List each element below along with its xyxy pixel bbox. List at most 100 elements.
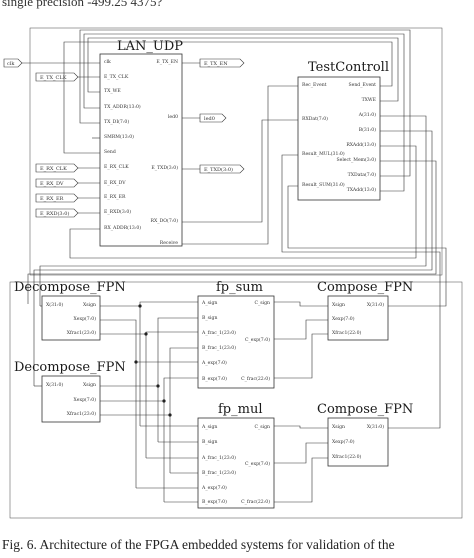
fp-mul-port-a-frac: A_frac_1(23:0) [201, 454, 236, 461]
compose-1-box [327, 295, 389, 341]
lan-udp-port-e-tx-clk: E_TX_CLK [104, 74, 129, 80]
fp-mul-box [197, 417, 275, 509]
fp-mul-port-b-sign: B_sign [202, 439, 217, 445]
pad-led0 [199, 113, 227, 123]
lan-udp-port-send: Send [104, 149, 116, 155]
lan-udp-title: LAN_UDP [117, 39, 183, 54]
decompose-2-title: Decompose_FPN [14, 360, 126, 375]
tc-port-b: B(31:0) [359, 126, 376, 133]
pad-e-rx-dv [35, 178, 79, 188]
tc-port-result-sum: Result_SUM(31:0) [302, 181, 345, 188]
pad-e-rxd [35, 208, 79, 218]
decompose-2-port-xfrac: Xfrac1(23:0) [67, 410, 97, 417]
decompose-1-box [41, 295, 101, 341]
fp-mul-port-c-sign: C_sign [254, 424, 270, 430]
decompose-1-title: Decompose_FPN [14, 280, 126, 295]
compose-2-port-xfrac: Xfrac1(22:0) [332, 453, 362, 460]
compose-1-port-xexp: Xexp(7:0) [332, 315, 355, 322]
top-wiring [22, 29, 447, 429]
fp-mul-port-a-sign: A_sign [201, 424, 217, 430]
tc-port-rxdat: RXDat(7:0) [302, 115, 328, 122]
fp-sum-port-b-sign: B_sign [202, 315, 217, 321]
pad-led0-label: led0 [204, 116, 215, 122]
pad-e-rx-dv-label: E_RX_DV [40, 181, 64, 187]
fp-sum-title: fp_sum [216, 280, 263, 295]
pad-e-txd [199, 164, 245, 174]
test-controll-title: TestControll [308, 60, 389, 75]
lan-udp-port-rx-addr: RX_ADDR(13:0) [104, 224, 141, 231]
pad-e-rx-er [35, 193, 79, 203]
lan-udp-port-e-rxd: E_RXD(3:0) [104, 208, 131, 215]
fp-sum-port-a-exp: A_exp(7:0) [201, 359, 227, 366]
fp-sum-box [197, 295, 275, 389]
lan-udp-port-rx-do: RX_DO(7:0) [151, 217, 179, 224]
test-controll-block: TestControll Rec_Event RXDat(7:0) Result… [297, 60, 389, 201]
pad-e-txd-label: E_TXD(3:0) [204, 166, 233, 173]
tc-port-rec-event: Rec_Event [302, 82, 327, 88]
compose-1-port-x: X(31:0) [367, 301, 384, 308]
tc-port-txadd: TXAdd(13:0) [347, 186, 376, 193]
pad-clk-label: clk [7, 61, 15, 67]
fp-sum-port-c-sign: C_sign [254, 300, 270, 306]
lan-udp-box [99, 53, 183, 247]
fp-mul-port-b-frac: B_frac_1(23:0) [202, 469, 236, 476]
lan-udp-port-e-tx-en: E_TX_EN [156, 59, 178, 65]
tc-port-select-mem: Select_Mem(3:0) [336, 156, 376, 163]
decompose-1-port-xexp: Xexp(7:0) [74, 315, 97, 322]
tc-port-txdata: TXData(7:0) [348, 171, 377, 178]
decompose-2-box [41, 375, 101, 423]
lan-udp-port-clk: clk [104, 59, 111, 65]
pad-e-rx-clk [35, 163, 79, 173]
decompose-1-port-xfrac: Xfrac1(23:0) [67, 329, 97, 336]
lan-udp-port-e-rx-dv: E_RX_DV [104, 180, 126, 186]
decompose-1-port-xsign: Xsign [83, 302, 96, 308]
fp-mul-port-a-exp: A_exp(7:0) [201, 484, 227, 491]
compose-2-box [327, 417, 389, 467]
lan-udp-port-tx-addr: TX_ADDR(13:0) [104, 103, 141, 110]
fp-mul-port-c-frac: C_frac(22:0) [241, 498, 270, 505]
lan-udp-port-receive: Receive [160, 240, 179, 246]
lan-udp-port-smrm: SMRM(13:0) [104, 133, 134, 140]
pad-e-tx-en [199, 58, 245, 68]
tc-port-send-event: Send_Event [348, 82, 376, 88]
tc-port-result-mul: Result_MUL(31:0) [302, 150, 345, 157]
fp-sum-port-c-exp: C_exp(7:0) [245, 336, 270, 343]
bottom-section-frame [9, 281, 463, 519]
tc-port-txwe: TXWE [362, 97, 376, 103]
decompose-1-port-x: X(31:0) [46, 301, 63, 308]
top-section-frame [29, 27, 443, 276]
compose-2-title: Compose_FPN [317, 402, 413, 417]
lan-udp-port-e-rx-clk: E_RX_CLK [104, 164, 129, 170]
lan-udp-port-e-txd: E_TXD(3:0) [151, 164, 178, 171]
pad-e-tx-clk [35, 72, 79, 82]
fp-sum-port-b-frac: B_frac_1(23:0) [202, 344, 236, 351]
fp-mul-port-c-exp: C_exp(7:0) [245, 460, 270, 467]
tc-port-rxadd: RXAdd(13:0) [346, 141, 376, 148]
compose-1-title: Compose_FPN [317, 280, 413, 295]
compose-2-port-x: X(31:0) [367, 423, 384, 430]
compose-1-port-xsign: Xsign [332, 302, 345, 308]
lan-udp-port-tx-we: TX_WE [104, 88, 121, 94]
test-controll-box [297, 76, 381, 201]
lan-udp-port-led0: led0 [168, 114, 178, 120]
bottom-wiring [27, 300, 436, 503]
pad-e-rx-clk-label: E_RX_CLK [40, 166, 67, 172]
pad-e-tx-clk-label: E_TX_CLK [40, 75, 67, 81]
decompose-fpn-1-block: Decompose_FPN X(31:0) Xsign Xexp(7:0) Xf… [14, 280, 126, 341]
compose-fpn-2-block: Compose_FPN Xsign Xexp(7:0) Xfrac1(22:0)… [317, 402, 413, 467]
fp-sum-block: fp_sum A_sign B_sign A_frac_1(23:0) B_fr… [197, 280, 275, 389]
header-fragment: single precision -499.25 4375? [2, 0, 163, 9]
fp-sum-port-a-frac: A_frac_1(23:0) [201, 329, 236, 336]
decompose-2-port-xsign: Xsign [83, 382, 96, 388]
fp-sum-port-a-sign: A_sign [201, 300, 217, 306]
fp-sum-port-b-exp: B_exp(7:0) [202, 375, 227, 382]
decompose-fpn-2-block: Decompose_FPN X(31:0) Xsign Xexp(7:0) Xf… [14, 360, 126, 423]
pad-e-tx-en-label: E_TX_EN [204, 61, 228, 67]
decompose-2-port-x: X(31:0) [46, 381, 63, 388]
pad-e-rxd-label: E_RXD(3:0) [40, 210, 69, 217]
right-io-pads: E_TX_EN led0 E_TXD(3:0) [199, 58, 245, 174]
pad-e-rx-er-label: E_RX_ER [40, 196, 64, 202]
fp-mul-block: fp_mul A_sign B_sign A_frac_1(23:0) B_fr… [197, 402, 275, 509]
left-io-pads: clk E_TX_CLK E_RX_CLK E_RX_DV E_RX_ER E_… [3, 58, 79, 218]
